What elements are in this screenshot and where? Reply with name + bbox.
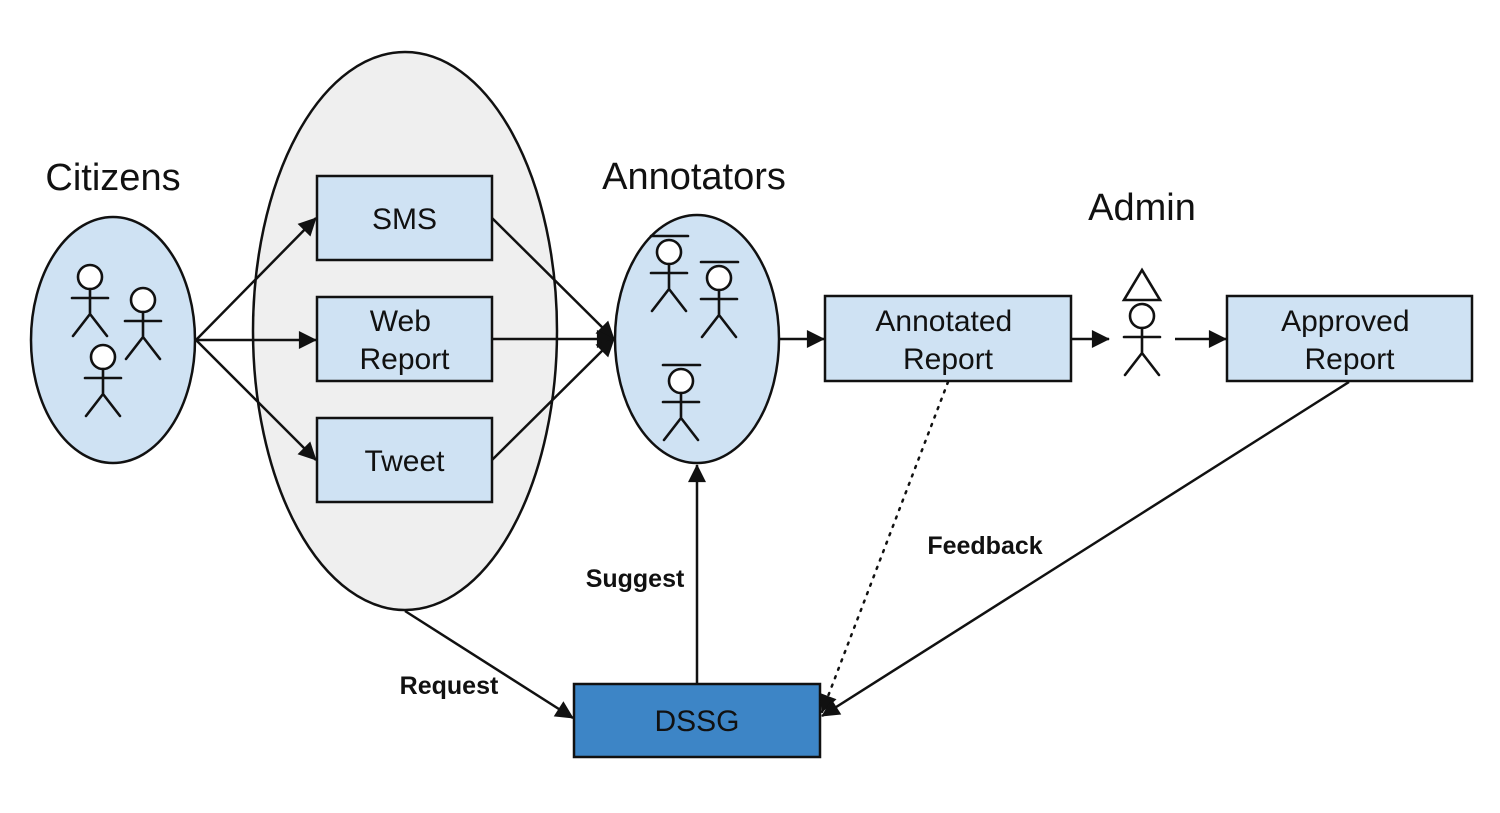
admin-label: Admin	[1088, 187, 1196, 229]
sms-box: SMS	[315, 174, 494, 262]
annotator-icon	[699, 260, 740, 339]
annotated-report-box: Annotated Report	[823, 294, 1073, 383]
arrow-tweet-to-annotators	[491, 338, 615, 461]
web-report-label-line-2: Report	[359, 343, 450, 376]
svg-text:Annotated Report: Annotated Report	[875, 305, 1020, 376]
request-label: Request	[400, 672, 499, 700]
svg-text:Web Report: Web Report	[359, 305, 450, 376]
citizen-icon	[83, 343, 123, 418]
approved-report-label-line-2: Report	[1304, 343, 1395, 376]
annotated-report-label-line-1: Annotated	[875, 305, 1012, 338]
annotated-report-label-line-2: Report	[903, 343, 994, 376]
annotator-icon	[661, 363, 702, 442]
approved-report-label-line-1: Approved	[1281, 305, 1409, 338]
annotators-group	[613, 213, 781, 465]
dssg-box-label: DSSG	[654, 705, 739, 738]
arrow-citizens-to-sms	[195, 217, 317, 341]
annotators-label: Annotators	[602, 156, 786, 198]
approved-report-box: Approved Report	[1225, 294, 1474, 383]
feedback-label: Feedback	[927, 532, 1042, 560]
web-report-box: Web Report	[315, 295, 494, 383]
annotator-icon	[649, 234, 690, 313]
arrow-request-to-dssg	[404, 609, 574, 720]
citizen-icon	[123, 286, 163, 361]
svg-text:Tweet: Tweet	[364, 445, 445, 478]
citizens-group	[29, 215, 197, 465]
tweet-box: Tweet	[315, 416, 494, 504]
svg-text:Approved Report: Approved Report	[1281, 305, 1418, 376]
admin-icon	[1121, 267, 1163, 377]
svg-text:DSSG: DSSG	[654, 705, 739, 738]
citizen-icon	[70, 263, 110, 338]
svg-text:SMS: SMS	[372, 203, 437, 236]
dssg-box: DSSG	[572, 682, 822, 759]
arrow-sms-to-annotators	[491, 217, 615, 340]
sms-box-label: SMS	[372, 203, 437, 236]
suggest-label: Suggest	[586, 565, 685, 593]
citizens-label: Citizens	[45, 157, 180, 199]
tweet-box-label: Tweet	[364, 445, 445, 478]
web-report-label-line-1: Web	[370, 305, 431, 338]
arrow-citizens-to-tweet	[195, 339, 317, 461]
arrow-approved-report-feedback	[821, 380, 1350, 718]
